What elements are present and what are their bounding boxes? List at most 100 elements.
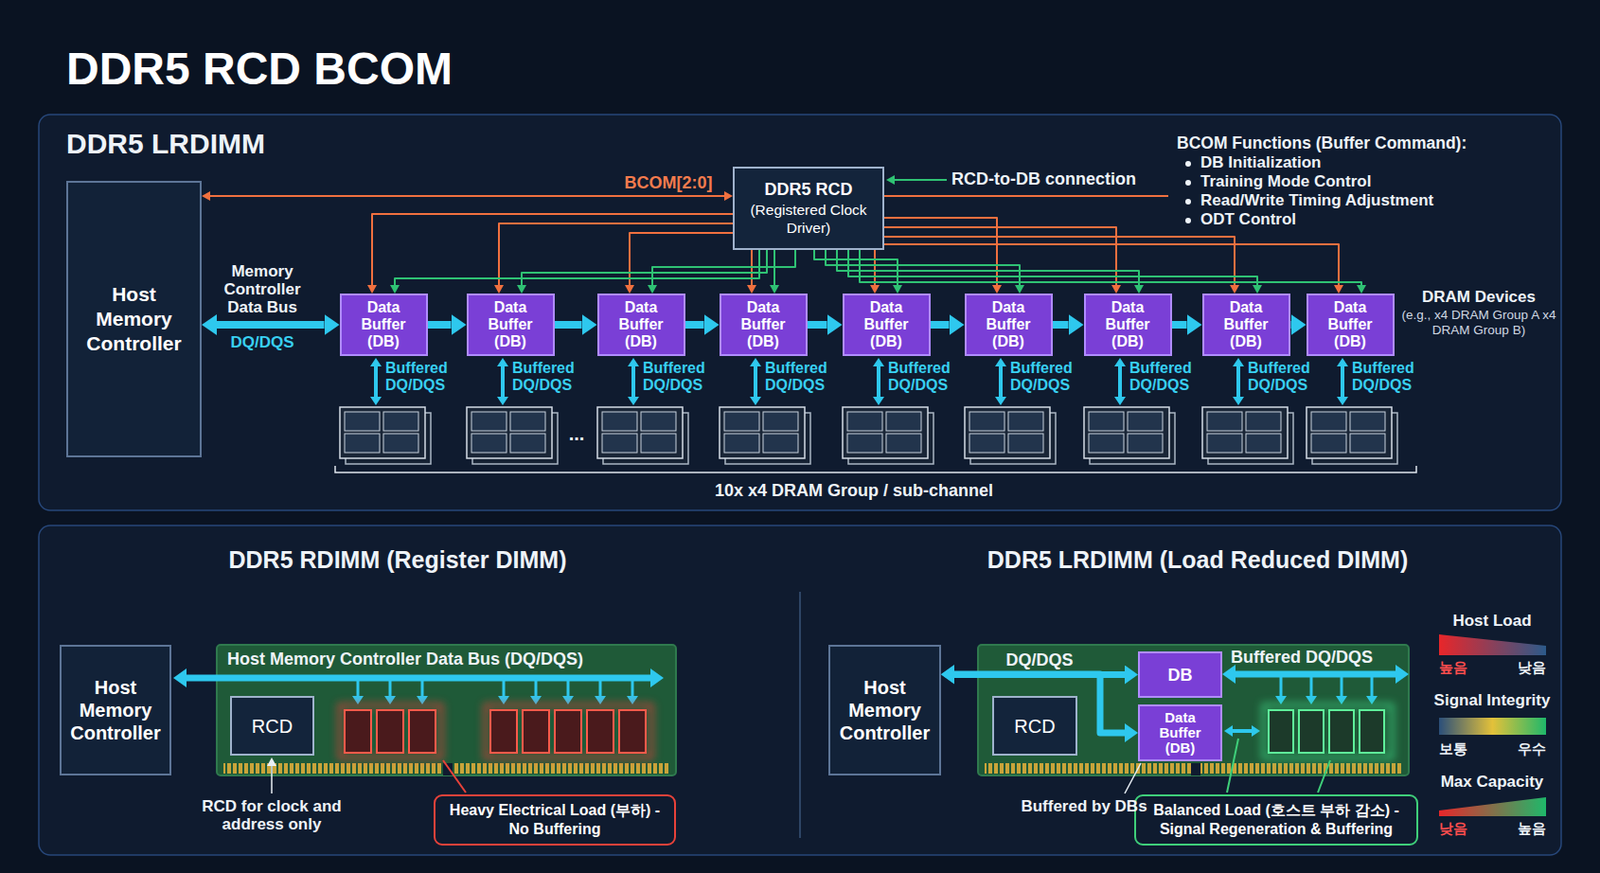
dram-chip: [490, 710, 517, 753]
dram-chip: [724, 411, 760, 431]
chip-arrow: [502, 680, 506, 696]
connector-line: [814, 249, 898, 285]
dram-chip: [847, 411, 883, 431]
dram-chip: [1008, 411, 1044, 431]
connector: [930, 324, 950, 326]
top-panel: [38, 114, 1562, 511]
gauge-low-end: 높음: [1439, 658, 1468, 676]
dram-chip: [1311, 411, 1347, 431]
gauge-title: Host Load: [1416, 611, 1568, 631]
node-text: Data Buffer (DB): [978, 299, 1038, 351]
chip-glow: [339, 705, 442, 758]
dram-chip: [471, 411, 507, 431]
dram-group: [842, 407, 928, 459]
connector-line: [1052, 320, 1069, 329]
dram-chip: [1350, 411, 1386, 431]
dram-chip: [376, 710, 404, 753]
connector-line: [773, 249, 776, 285]
list-item: Read/Write Timing Adjustment: [1200, 191, 1434, 211]
host-controller: Host Memory Controller: [59, 644, 172, 776]
node-text: Heavy Electrical Load (부하) - No Bufferin…: [440, 800, 670, 839]
connector: [652, 249, 796, 285]
dram-chip: [602, 433, 638, 453]
group-label: 10x x4 DRAM Group / sub-channel: [617, 480, 1091, 502]
signal-label: Buffered DQ/DQS: [888, 359, 966, 394]
connection-label: RCD-to-DB connection: [951, 169, 1137, 191]
edge-label: DQ/DQS: [992, 650, 1087, 672]
bus-label: Memory Controller Data Bus: [205, 262, 320, 317]
node-text: Host Memory Controller: [835, 675, 935, 745]
connector-line: [554, 320, 583, 329]
dram-chip: [586, 710, 614, 753]
chip-arrow: [631, 680, 635, 696]
connector-line: [372, 213, 733, 285]
dram-chip: [522, 710, 550, 753]
dram-chip: [471, 433, 507, 453]
dram-group: [719, 407, 805, 459]
node-text: Host Memory Controller: [77, 282, 192, 356]
data-buffer: Data Buffer (DB): [1137, 704, 1223, 762]
chip-arrow: [1310, 676, 1314, 696]
node-text: Data Buffer (DB): [1098, 299, 1157, 351]
section-title: DDR5 RDIMM (Register DIMM): [160, 545, 635, 574]
data-buffer: Data Buffer (DB): [719, 293, 808, 356]
dram-chip: [602, 411, 638, 431]
data-buffer: Data Buffer (DB): [339, 293, 428, 356]
connector: [859, 249, 1362, 285]
dram-chip: [1329, 710, 1354, 753]
dram-chip: [886, 433, 922, 453]
signal-label: Buffered DQ/DQS: [764, 359, 843, 394]
rcd-leader: [270, 765, 273, 794]
dram-chip: [1088, 411, 1124, 431]
note-label: Buffered by DBs: [1017, 797, 1151, 816]
dram-chip: [344, 710, 372, 753]
dram-chip: [1350, 433, 1386, 453]
dram-chip: [344, 433, 380, 453]
dram-group: [1202, 407, 1288, 459]
data-buffer: Data Buffer (DB): [1202, 293, 1291, 356]
data-buffer: Data Buffer (DB): [842, 293, 931, 356]
gauge-low-end: 낮음: [1439, 819, 1468, 837]
dram-chip: [969, 411, 1005, 431]
dram-chip: [1127, 411, 1163, 431]
connector: [825, 249, 1020, 285]
node-text: DDR5 RCD: [764, 180, 853, 199]
edge-label: DQ/DQS: [219, 333, 305, 353]
dram-group: [339, 407, 426, 459]
node-text: Data Buffer (DB): [1320, 299, 1380, 351]
bus-label: Host Memory Controller Data Bus (DQ/DQS): [227, 649, 584, 671]
data-buffer: Data Buffer (DB): [466, 293, 555, 356]
connector-line: [498, 223, 733, 285]
node-text: Data Buffer (DB): [1150, 710, 1211, 756]
dram-chips: [344, 710, 646, 753]
note-label: RCD for clock and address only: [200, 797, 343, 834]
list-heading: BCOM Functions (Buffer Command):: [1176, 133, 1467, 154]
dram-chip: [1207, 433, 1243, 453]
connector: [848, 249, 1258, 285]
dram-chip: [1008, 433, 1044, 453]
db-leader: [1124, 763, 1141, 794]
connector-line: [859, 249, 1362, 285]
callout-leader: [443, 760, 466, 793]
connector: [807, 324, 828, 326]
dram-chip: [847, 433, 883, 453]
pcb-notch: [1191, 763, 1201, 776]
buffered-arrow: [500, 366, 505, 397]
dram-chip: [383, 411, 419, 431]
panel-heading: DDR5 LRDIMM: [66, 126, 266, 161]
chip-arrow: [599, 680, 603, 696]
bullet: [1185, 198, 1192, 205]
dram-group: [1306, 407, 1392, 459]
dram-group: [466, 407, 552, 459]
node-text: Host Memory Controller: [66, 675, 165, 745]
data-buffer: Data Buffer (DB): [964, 293, 1053, 356]
db-chip-arrow: [1232, 728, 1252, 733]
callout-leader: [1317, 760, 1331, 793]
bus-label: Buffered DQ/DQS: [1230, 647, 1373, 669]
connector-line: [652, 249, 796, 285]
connector: [554, 324, 583, 326]
data-buffer: Data Buffer (DB): [1084, 293, 1173, 356]
edge-label: BCOM[2:0]: [611, 173, 726, 195]
buffered-bus-arrow: [1235, 671, 1396, 678]
